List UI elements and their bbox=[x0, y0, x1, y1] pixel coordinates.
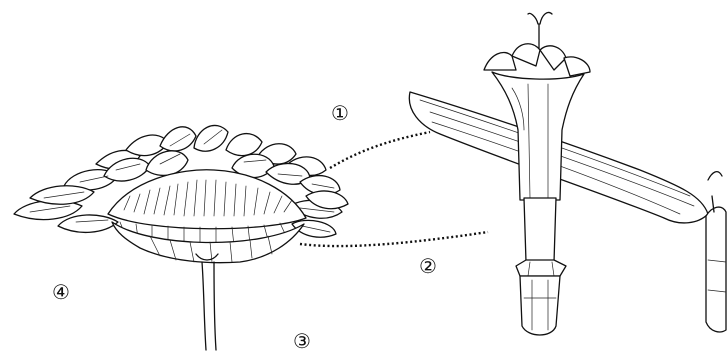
ray-floret-drawing bbox=[409, 92, 726, 332]
flower-head-drawing bbox=[14, 125, 348, 262]
label-disc-floret: ② bbox=[419, 256, 437, 276]
stem-drawing bbox=[202, 262, 216, 350]
label-flower-head: ④ bbox=[52, 282, 70, 302]
label-ray-floret: ① bbox=[331, 103, 349, 123]
label-stem: ③ bbox=[293, 331, 311, 351]
